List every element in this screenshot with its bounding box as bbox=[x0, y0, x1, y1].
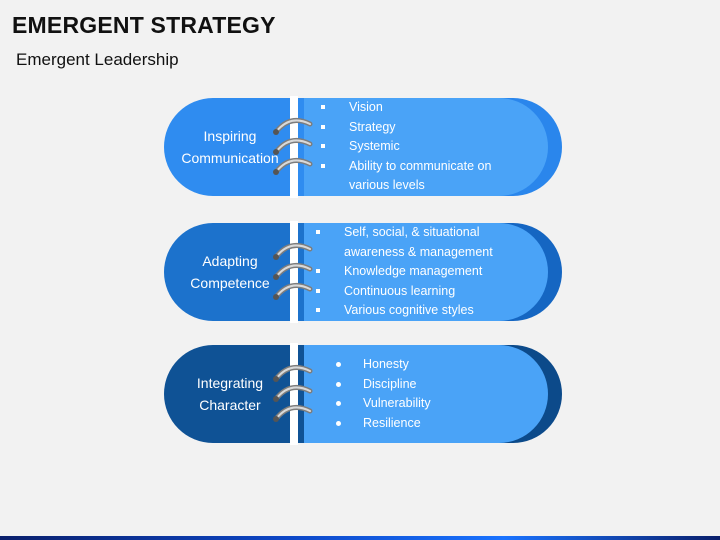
label-line: Integrating bbox=[196, 375, 264, 391]
list-item: Honesty bbox=[335, 355, 431, 375]
label-line: Communication bbox=[181, 150, 279, 166]
list-item: Various cognitive styles bbox=[316, 301, 493, 321]
row-integrating-character: Integrating Character Honesty Discipline… bbox=[0, 343, 720, 445]
bullet-list: Self, social, & situational awareness & … bbox=[316, 223, 493, 321]
list-item: Resilience bbox=[335, 414, 431, 434]
binding-gap bbox=[290, 343, 298, 445]
bullet-list: Vision Strategy Systemic Ability to comm… bbox=[321, 98, 491, 196]
page-title: EMERGENT STRATEGY bbox=[12, 12, 276, 38]
page-subtitle: Emergent Leadership bbox=[16, 50, 179, 69]
label-line: Competence bbox=[190, 275, 270, 291]
list-item: Vulnerability bbox=[335, 394, 431, 414]
bullet-list: Honesty Discipline Vulnerability Resilie… bbox=[335, 345, 431, 443]
list-item: Vision bbox=[321, 98, 491, 118]
label-line: Adapting bbox=[202, 253, 258, 269]
row-adapting-competence: Adapting Competence Self, social, & situ… bbox=[0, 221, 720, 323]
footer-bar bbox=[0, 536, 720, 540]
list-item: Knowledge management bbox=[316, 262, 493, 282]
label-line: Inspiring bbox=[203, 128, 257, 144]
list-item: Systemic bbox=[321, 137, 491, 157]
binding-gap bbox=[290, 96, 298, 198]
list-item: various levels bbox=[349, 178, 425, 193]
list-item: awareness & management bbox=[344, 244, 493, 259]
binding-ring-icon bbox=[273, 242, 313, 300]
label-line: Character bbox=[199, 397, 261, 413]
binding-ring-icon bbox=[273, 117, 313, 175]
pill-right bbox=[300, 345, 548, 443]
row-inspiring-communication: Inspiring Communication Vision Strategy … bbox=[0, 96, 720, 198]
list-item: Strategy bbox=[321, 118, 491, 138]
list-item: Ability to communicate on bbox=[321, 157, 491, 177]
binding-gap bbox=[290, 221, 298, 323]
pill-right bbox=[300, 98, 548, 196]
list-item: Continuous learning bbox=[316, 282, 493, 302]
pill-right bbox=[300, 223, 548, 321]
list-item: Discipline bbox=[335, 375, 431, 395]
binding-ring-icon bbox=[273, 364, 313, 422]
list-item: Self, social, & situational bbox=[316, 223, 493, 243]
